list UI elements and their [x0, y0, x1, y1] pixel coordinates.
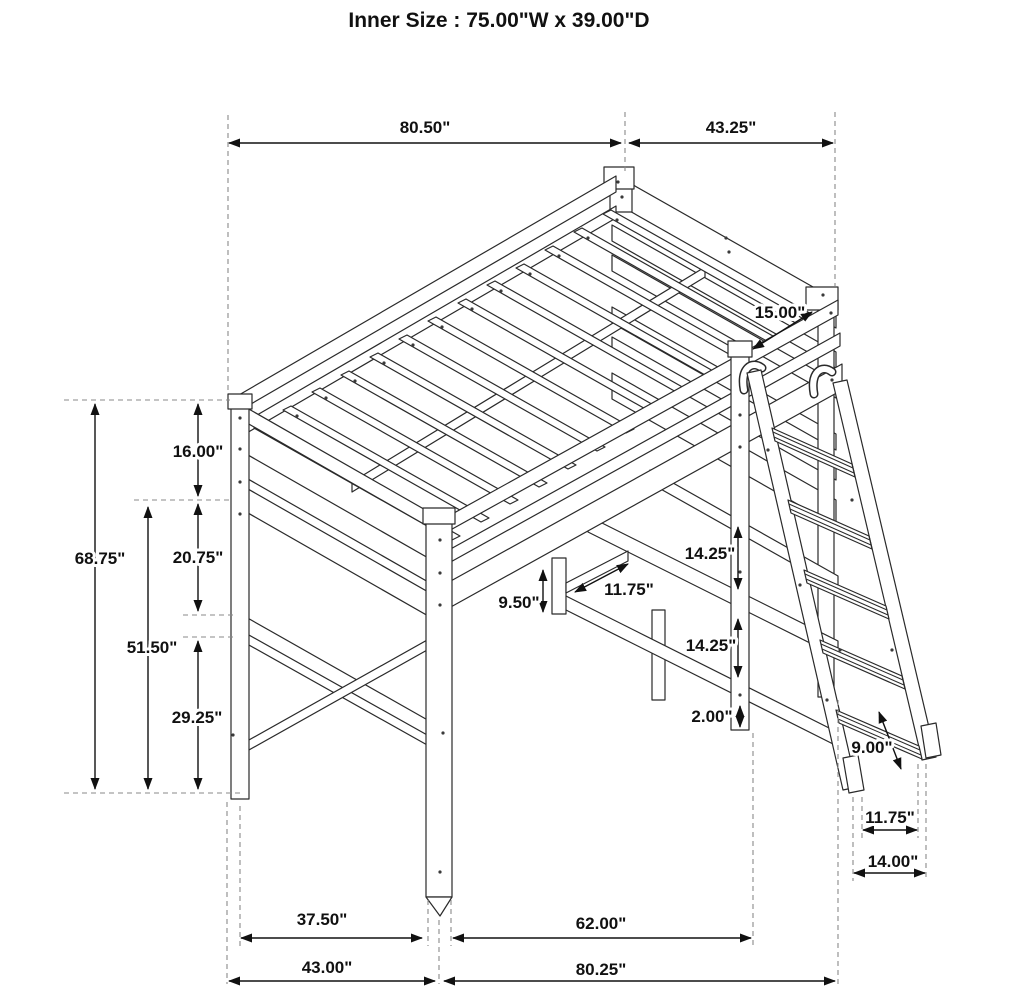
- dim-guardrail-label: 16.00": [173, 442, 224, 461]
- dim-under-rail-label: 51.50": [127, 638, 178, 657]
- front-rails: [444, 299, 843, 609]
- ladder-foot-right: [920, 722, 942, 759]
- shelf-rail-lower: [555, 590, 846, 751]
- dim-top-depth-label: 43.25": [706, 118, 757, 137]
- dim-shelf-width-label: 11.75": [604, 580, 654, 599]
- shelf-support-post: [551, 557, 567, 615]
- ladder: [738, 360, 942, 794]
- dimension-annotations: 80.50" 43.25" 15.00" 16.00" 20.75" 68.75…: [64, 112, 927, 986]
- dim-shelf-gap-lower-label: 14.25": [686, 636, 737, 655]
- dim-rail-gap-label: 20.75": [173, 548, 224, 567]
- back-rails: [231, 175, 617, 442]
- dim-top-length-label: 80.50": [400, 118, 451, 137]
- ladder-foot-left: [842, 754, 865, 794]
- dim-post-foot-label: 2.00": [691, 707, 732, 726]
- dim-floor-right-inner-label: 62.00": [576, 914, 627, 933]
- extension-lines: [64, 112, 927, 984]
- front-left-post-cap: [422, 507, 456, 525]
- dimension-lines: [90, 138, 926, 986]
- dim-ladder-inner-label: 11.75": [865, 808, 915, 827]
- dim-floor-left-total-label: 43.00": [302, 958, 353, 977]
- left-post-cap: [227, 393, 253, 410]
- dim-floor-left-inner-label: 37.50": [297, 910, 348, 929]
- page-title: Inner Size : 75.00"W x 39.00"D: [348, 9, 649, 32]
- dim-floor-right-total-label: 80.25": [576, 960, 627, 979]
- front-right-post-cap: [727, 340, 753, 358]
- loft-bed-drawing: [227, 166, 942, 917]
- front-right-post: [730, 344, 750, 731]
- cross-brace: [236, 611, 448, 756]
- dim-overall-height-label: 68.75": [75, 549, 126, 568]
- dim-rail-to-post-label: 15.00": [755, 303, 806, 322]
- left-end-rails: [232, 399, 445, 626]
- dim-ladder-spacing-label: 9.00": [851, 738, 892, 757]
- ladder-rail-right: [832, 379, 937, 761]
- dim-ladder-outer-label: 14.00": [868, 852, 919, 871]
- dim-lower-leg-label: 29.25": [172, 708, 223, 727]
- front-left-post-foot: [425, 896, 453, 917]
- dim-shelf-gap-upper-label: 14.25": [685, 544, 736, 563]
- left-post: [230, 397, 250, 800]
- ladder-steps: [771, 427, 923, 760]
- posts: [227, 340, 753, 917]
- dim-support-label: 9.50": [498, 593, 539, 612]
- front-left-post: [425, 510, 453, 898]
